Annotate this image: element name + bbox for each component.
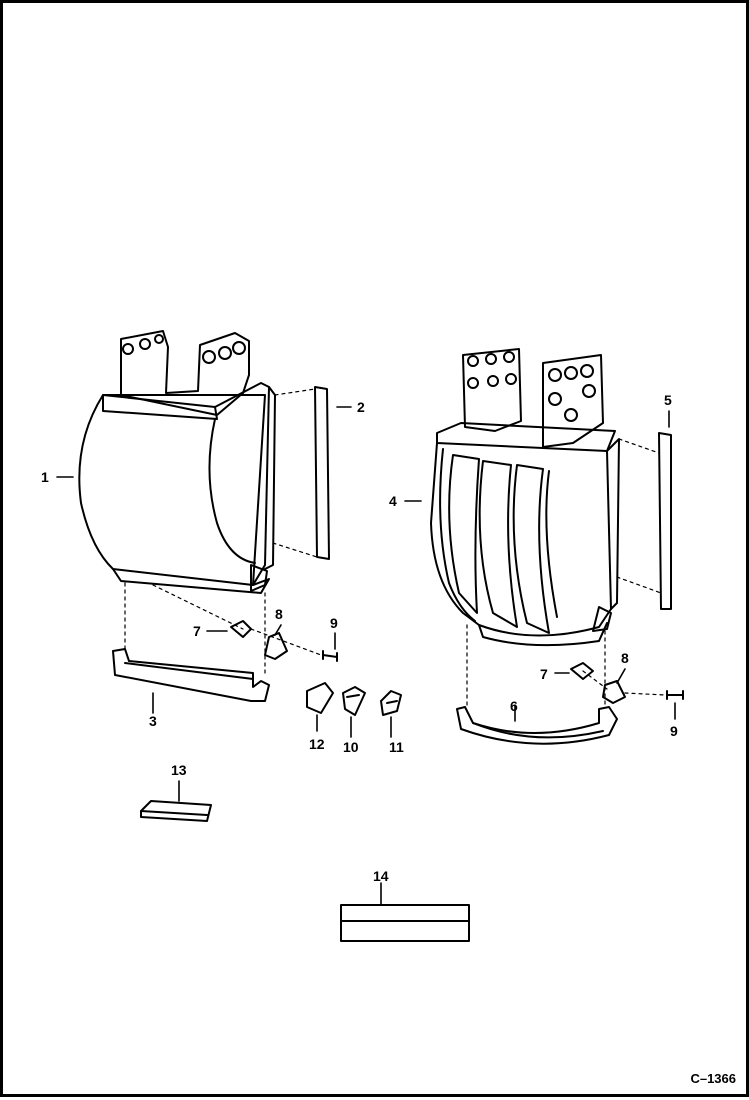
figure-code: C–1366	[690, 1071, 736, 1086]
callout-11: 11	[389, 739, 404, 755]
pin-9-left	[322, 650, 338, 662]
callout-12: 12	[309, 736, 325, 752]
pin-9-right	[666, 690, 684, 700]
tooth-11	[380, 690, 402, 716]
callout-9-left: 9	[330, 615, 338, 631]
callout-9-right: 9	[670, 723, 678, 739]
alignment-lines	[124, 388, 666, 710]
side-cutter-left	[314, 386, 330, 560]
exploded-parts-drawing	[56, 330, 684, 942]
callout-13: 13	[171, 762, 187, 778]
tooth-10	[342, 686, 366, 716]
cutting-edge-right	[456, 706, 618, 745]
cutting-edge-left	[112, 648, 270, 702]
callout-5: 5	[664, 392, 672, 408]
adapter-8-right	[602, 680, 626, 704]
callout-10: 10	[343, 739, 359, 755]
decal-13	[140, 800, 212, 822]
callout-6: 6	[510, 698, 518, 714]
callout-1: 1	[41, 469, 49, 485]
callout-8-right: 8	[621, 650, 629, 666]
callout-3: 3	[149, 713, 157, 729]
side-cutter-right	[658, 432, 672, 610]
adapter-8-left	[264, 632, 288, 660]
callout-7-left: 7	[193, 623, 201, 639]
bucket-right	[430, 348, 620, 647]
leader-lines	[56, 406, 676, 906]
callout-7-right: 7	[540, 666, 548, 682]
callout-8-left: 8	[275, 606, 283, 622]
bucket-left	[78, 330, 276, 594]
callout-2: 2	[357, 399, 365, 415]
decal-14	[340, 904, 470, 942]
tooth-7-left	[230, 620, 252, 638]
callout-14: 14	[373, 868, 389, 884]
callout-4: 4	[389, 493, 397, 509]
tooth-7-right	[570, 662, 594, 680]
tooth-12	[306, 682, 334, 714]
